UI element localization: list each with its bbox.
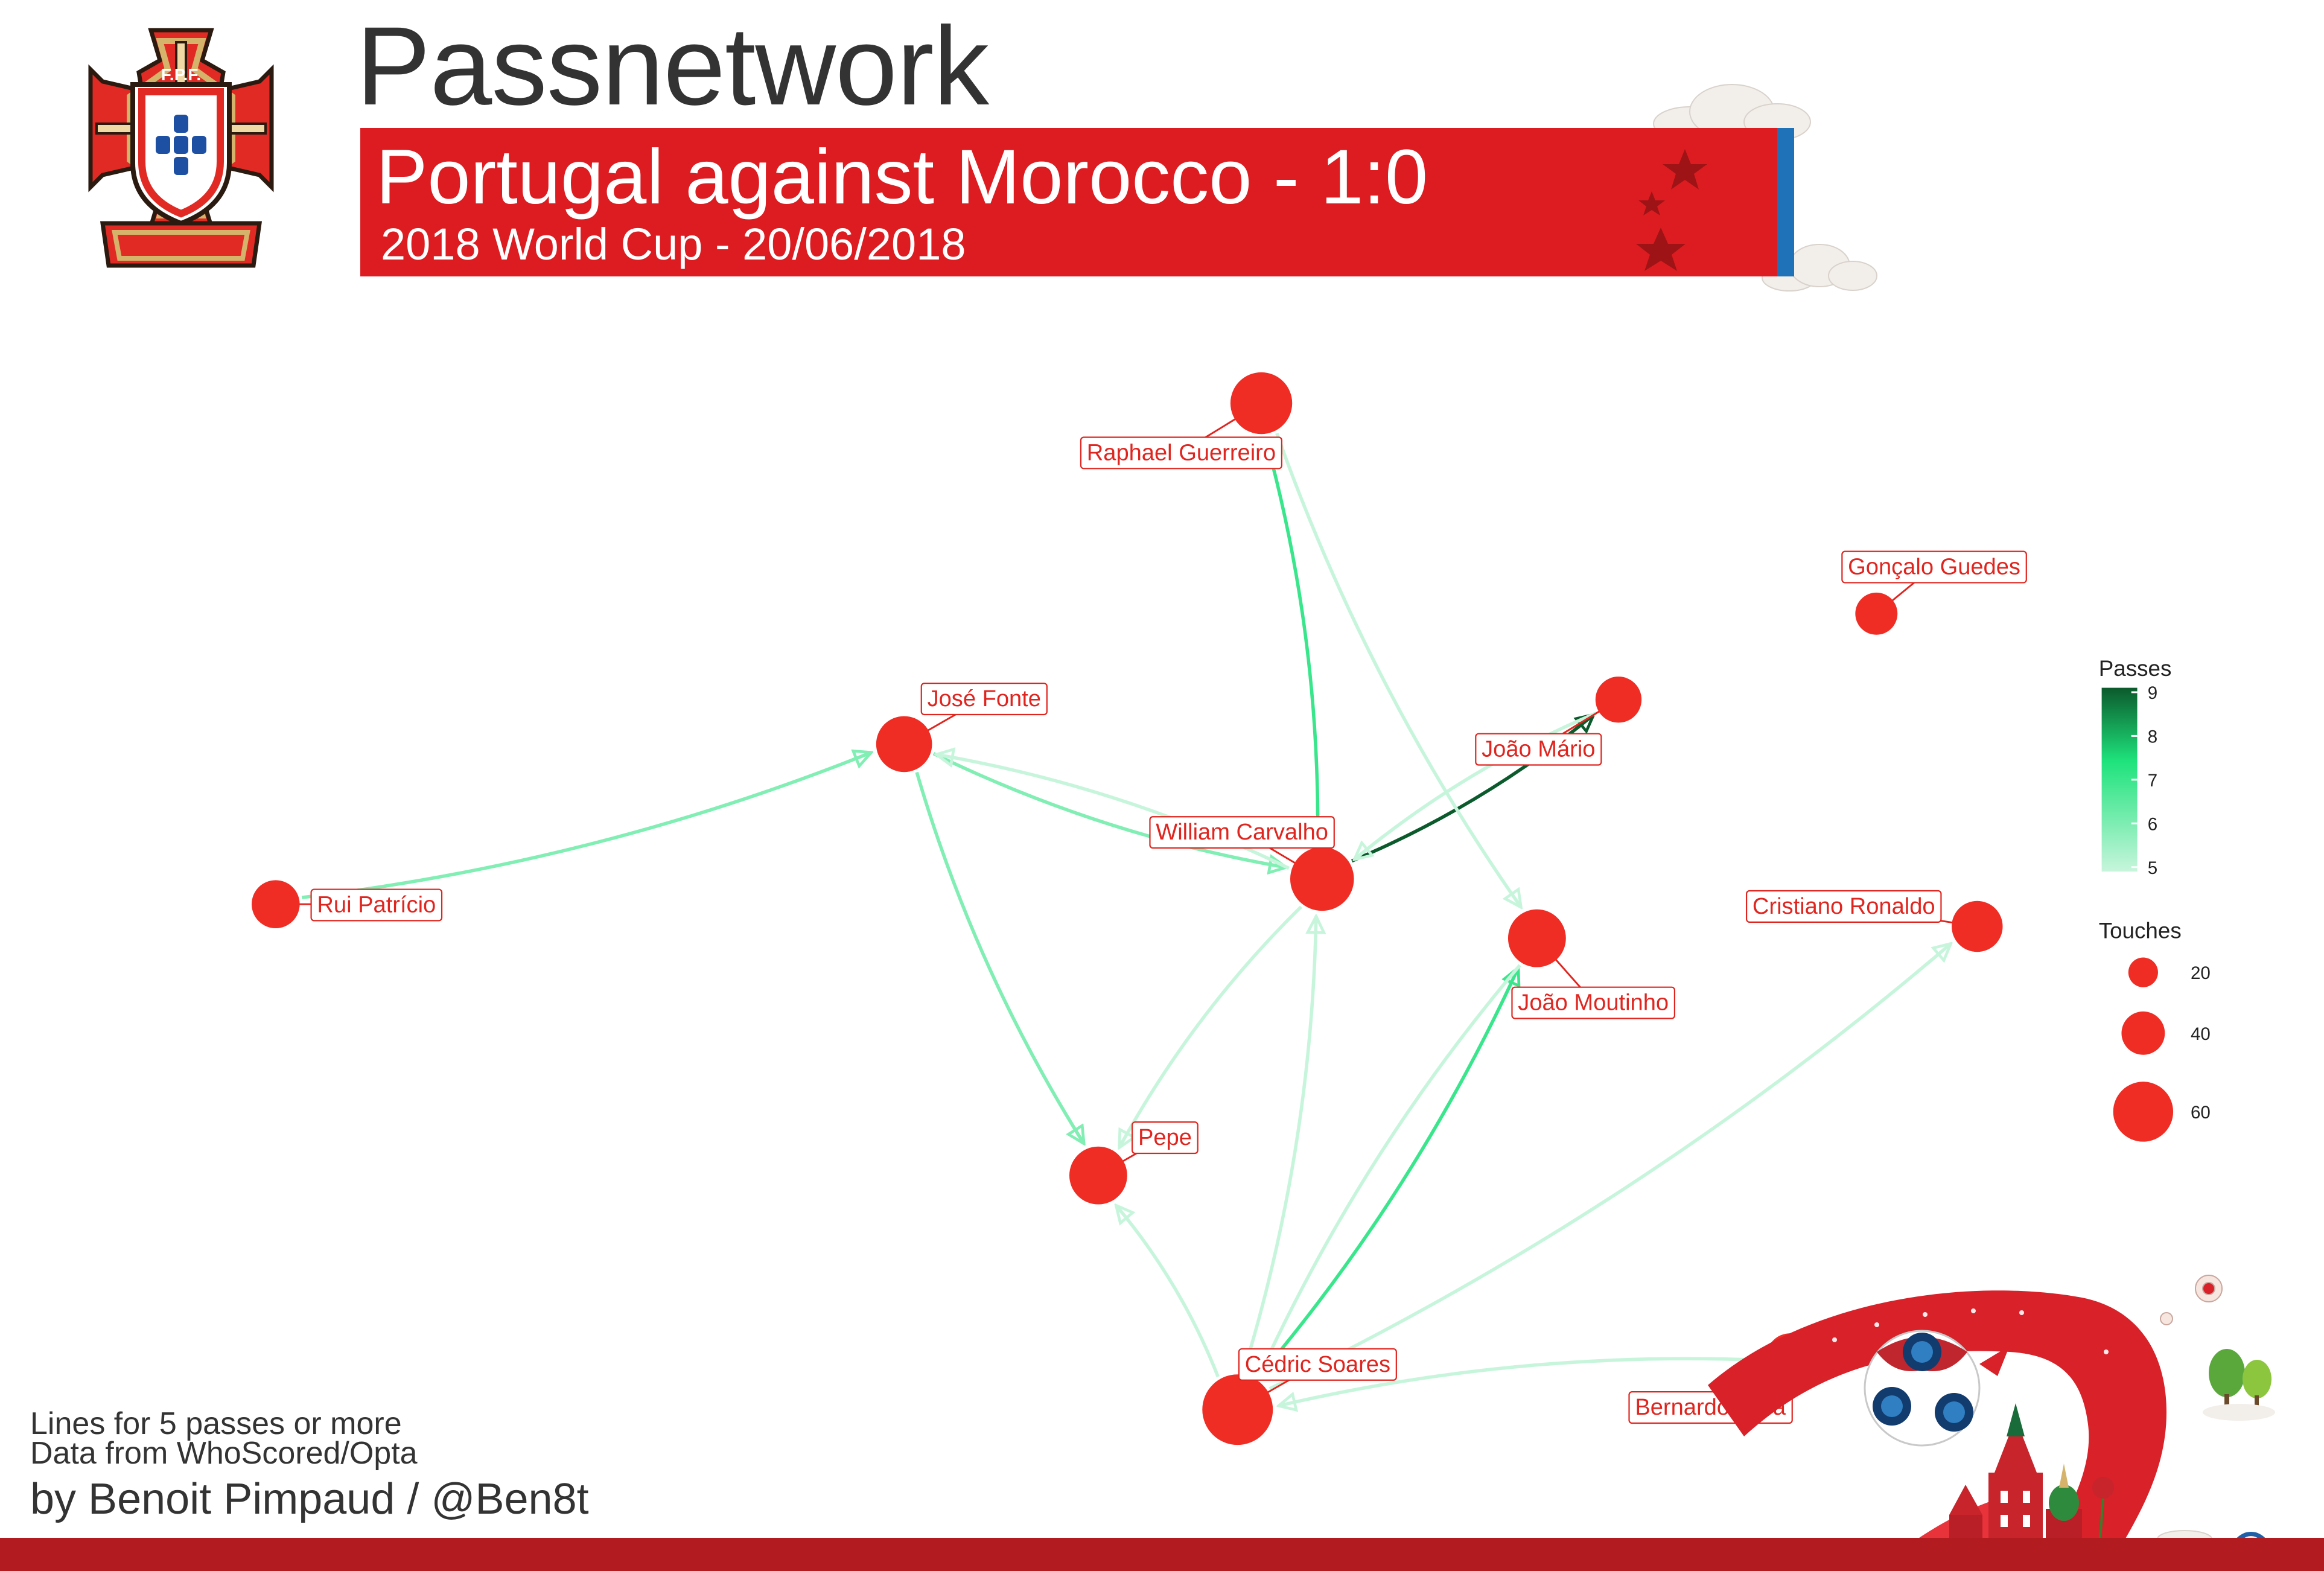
player-name: Cédric Soares	[1245, 1352, 1390, 1377]
star-icon	[1636, 149, 1707, 271]
legend-passes-tick-label: 5	[2148, 858, 2157, 878]
player-label-william_carvalho: William Carvalho	[1149, 816, 1335, 849]
player-label-goncalo_guedes: Gonçalo Guedes	[1841, 550, 2027, 584]
player-label-joao_mario: João Mário	[1475, 733, 1602, 766]
footnote-threshold: Lines for 5 passes or more	[30, 1406, 402, 1441]
legend-touches-title: Touches	[2099, 919, 2182, 943]
label-box	[1511, 986, 1676, 1019]
legend-passes-tick-label: 9	[2148, 683, 2157, 703]
pass-edge-bernardo_silva-to-cedric_soares	[1279, 1357, 1763, 1406]
pass-edge-william_carvalho-to-raphael_guerreiro	[1266, 440, 1320, 845]
label-box	[1745, 890, 1942, 923]
label-box	[310, 888, 443, 922]
author-byline: by Benoit Pimpaud / @Ben8t	[30, 1475, 589, 1523]
match-subtitle: Portugal against Morocco - 1:0	[376, 134, 1428, 220]
label-box	[1475, 733, 1602, 766]
player-label-cristiano_ronaldo: Cristiano Ronaldo	[1745, 890, 1942, 923]
pass-edge-cedric_soares-to-joao_moutinho	[1256, 967, 1518, 1378]
world-cup-decoration	[1708, 1275, 2275, 1571]
label-box	[920, 683, 1048, 716]
legend-passes-tick-label: 7	[2148, 771, 2157, 791]
player-node-joao_mario	[1595, 677, 1642, 723]
player-name: João Moutinho	[1518, 990, 1669, 1016]
player-name: Cristiano Ronaldo	[1753, 894, 1935, 919]
pass-edge-william_carvalho-to-pepe	[1119, 905, 1302, 1147]
legend-touches-label: 20	[2191, 963, 2211, 983]
player-node-cristiano_ronaldo	[1952, 900, 2003, 952]
player-name: Gonçalo Guedes	[1848, 555, 2020, 580]
ball-icon	[1864, 1330, 2010, 1447]
label-box	[1841, 550, 2027, 584]
pass-edge-raphael_guerreiro-to-joao_moutinho	[1275, 432, 1521, 907]
label-box	[1132, 1121, 1199, 1155]
player-name: Rui Patrício	[317, 892, 436, 917]
player-node-rui_patricio	[252, 880, 300, 928]
legend-touches-symbol	[2128, 957, 2158, 987]
pass-edge-jose_fonte-to-pepe	[915, 771, 1084, 1144]
legend-passes-tick-label: 8	[2148, 727, 2157, 747]
title-banner: Portugal against Morocco - 1:0 2018 Worl…	[360, 128, 1794, 276]
player-name: Pepe	[1138, 1125, 1192, 1150]
pass-edge-cedric_soares-to-pepe	[1116, 1205, 1220, 1378]
player-node-raphael_guerreiro	[1230, 372, 1293, 435]
legend-passes-title: Passes	[2099, 656, 2172, 681]
pass-edge-joao_moutinho-to-cedric_soares	[1259, 964, 1521, 1375]
legend-touches-symbol	[2113, 1082, 2174, 1142]
match-caption: 2018 World Cup - 20/06/2018	[381, 219, 966, 269]
player-node-william_carvalho	[1290, 847, 1354, 911]
tree-icon	[2203, 1349, 2275, 1421]
page-title: Passnetwork	[356, 4, 989, 129]
player-label-raphael_guerreiro: Raphael Guerreiro	[1080, 436, 1282, 470]
legend-touches-label: 60	[2191, 1103, 2211, 1123]
rose-icon	[2092, 1477, 2114, 1540]
legend-touches-label: 40	[2191, 1024, 2211, 1044]
pass-edge-jose_fonte-to-william_carvalho	[932, 752, 1286, 868]
player-name: William Carvalho	[1156, 820, 1328, 845]
crest-lettering: F.P.F.	[161, 65, 201, 84]
pass-edge-cedric_soares-to-william_carvalho	[1242, 916, 1316, 1372]
player-node-cedric_soares	[1202, 1374, 1273, 1445]
player-name: José Fonte	[928, 686, 1041, 712]
banner-stripe	[1777, 128, 1794, 276]
bottom-bar	[0, 1538, 2324, 1571]
cloud-icon	[1762, 244, 1877, 292]
player-label-cedric_soares: Cédric Soares	[1238, 1348, 1397, 1381]
player-label-pepe: Pepe	[1132, 1121, 1199, 1155]
legend-touches-symbol	[2121, 1011, 2165, 1055]
player-label-rui_patricio: Rui Patrício	[310, 888, 443, 922]
player-label-jose_fonte: José Fonte	[920, 683, 1048, 716]
fpf-crest-icon: F.P.F.	[88, 28, 274, 268]
label-box	[1149, 816, 1335, 849]
flower-icon	[2160, 1275, 2223, 1325]
player-node-goncalo_guedes	[1855, 592, 1898, 635]
player-node-joao_moutinho	[1507, 909, 1566, 967]
footnote-source: Data from WhoScored/Opta	[30, 1436, 418, 1471]
pass-edge-william_carvalho-to-jose_fonte	[937, 754, 1290, 870]
player-node-jose_fonte	[876, 716, 932, 773]
pass-edge-cedric_soares-to-cristiano_ronaldo	[1269, 943, 1951, 1391]
player-name: João Mário	[1482, 737, 1595, 762]
player-node-pepe	[1069, 1146, 1127, 1205]
pass-edge-rui_patricio-to-jose_fonte	[301, 753, 871, 899]
player-name: Raphael Guerreiro	[1087, 440, 1276, 465]
legend-passes-tick-label: 6	[2148, 814, 2157, 834]
label-box	[1238, 1348, 1397, 1381]
label-box	[1080, 436, 1282, 470]
player-label-joao_moutinho: João Moutinho	[1511, 986, 1676, 1019]
pass-edge-joao_mario-to-william_carvalho	[1354, 711, 1597, 859]
